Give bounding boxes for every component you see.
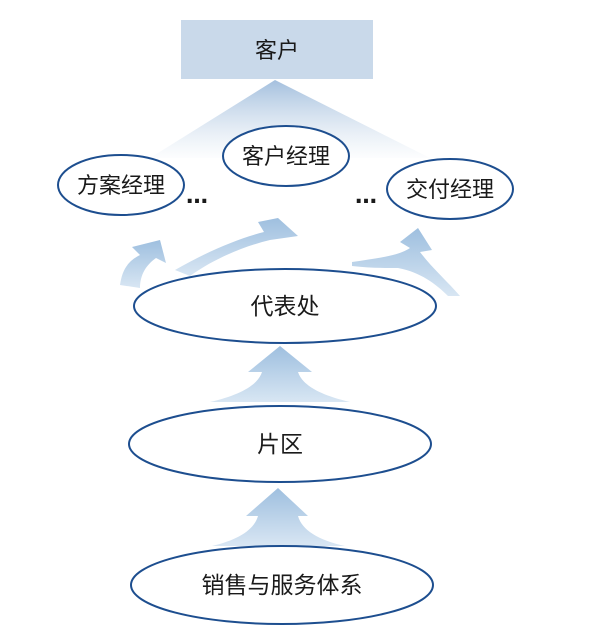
arrow-to-solution-manager [120,240,166,288]
sales-service-system-node [130,545,434,625]
rep-office-node [133,268,437,344]
region-label: 片区 [257,432,303,458]
arrow-to-account-manager [175,218,298,276]
delivery-manager-node [386,158,514,220]
arrow-sales-to-region [212,488,345,546]
solution-manager-label: 方案经理 [77,174,165,199]
rep-office-label: 代表处 [251,294,320,320]
sales-service-system-label: 销售与服务体系 [202,573,363,599]
account-manager-node [222,125,350,187]
ellipsis-left: … [186,184,208,209]
delivery-manager-label: 交付经理 [406,178,494,203]
customer-box [181,20,373,79]
account-manager-label: 客户经理 [242,145,330,170]
arrow-to-delivery-manager [352,228,460,296]
support-triangle [150,80,430,158]
ellipsis-right: … [355,184,377,209]
arrow-region-to-rep-office [210,346,350,402]
customer-label: 客户 [255,39,299,64]
solution-manager-node [57,154,185,216]
region-node [128,405,432,483]
